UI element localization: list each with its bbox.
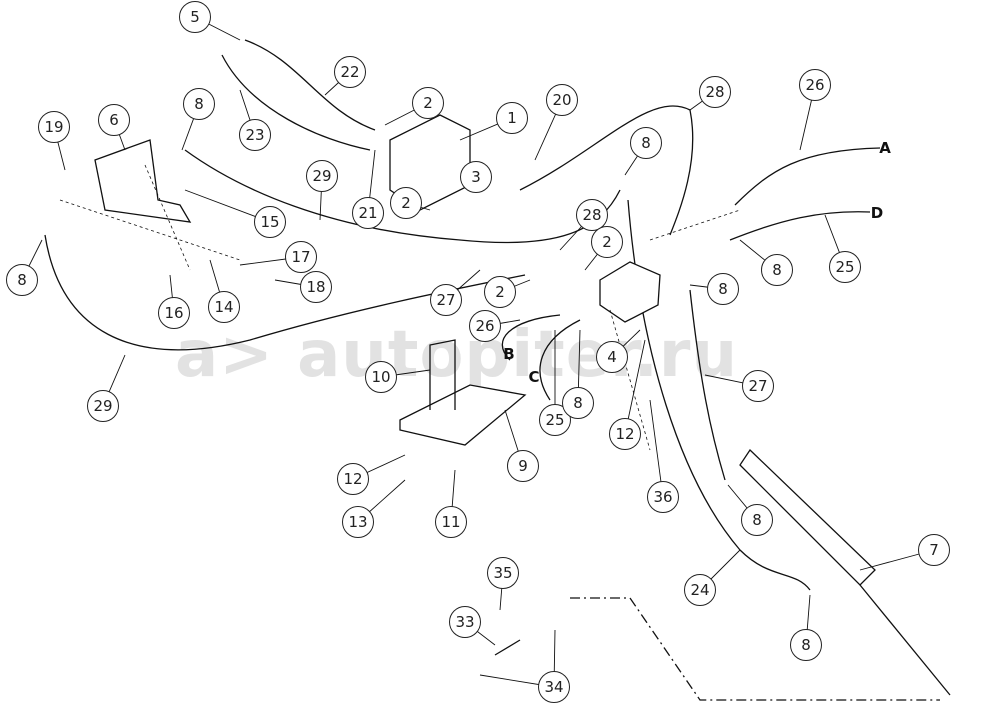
hose-26	[734, 147, 881, 206]
bracket-6	[94, 139, 192, 223]
callout-8: 8	[562, 387, 594, 419]
callout-17: 17	[285, 241, 317, 273]
callout-11: 11	[435, 506, 467, 538]
callout-36: 36	[647, 481, 679, 513]
u-bolt-10	[429, 339, 456, 410]
callout-8: 8	[630, 127, 662, 159]
hose-23	[221, 54, 371, 151]
callout-2: 2	[591, 226, 623, 258]
callout-15: 15	[254, 206, 286, 238]
hose-27	[689, 289, 726, 481]
callout-2: 2	[390, 187, 422, 219]
callout-9: 9	[507, 450, 539, 482]
callout-1: 1	[496, 102, 528, 134]
valve-block-4	[599, 261, 661, 323]
cylinder-rod	[859, 584, 951, 696]
callout-29: 29	[306, 160, 338, 192]
callout-26: 26	[469, 310, 501, 342]
callout-2: 2	[412, 87, 444, 119]
callout-12: 12	[337, 463, 369, 495]
callout-10: 10	[365, 361, 397, 393]
callout-25: 25	[829, 251, 861, 283]
connection-label-b: B	[503, 345, 515, 363]
hose-22	[244, 39, 376, 131]
callout-8: 8	[790, 629, 822, 661]
callout-35: 35	[487, 557, 519, 589]
callout-21: 21	[352, 197, 384, 229]
connection-label-a: A	[879, 139, 891, 157]
plate-9	[399, 384, 527, 446]
callout-8: 8	[707, 273, 739, 305]
callout-24: 24	[684, 574, 716, 606]
dash-line	[570, 597, 940, 701]
callout-19: 19	[38, 111, 70, 143]
callout-8: 8	[741, 504, 773, 536]
leader-lines	[21, 16, 935, 688]
callout-27: 27	[742, 370, 774, 402]
callout-13: 13	[342, 506, 374, 538]
callout-12: 12	[609, 418, 641, 450]
callout-18: 18	[300, 271, 332, 303]
callout-28: 28	[576, 199, 608, 231]
callout-28: 28	[699, 76, 731, 108]
callout-8: 8	[183, 88, 215, 120]
callout-16: 16	[158, 297, 190, 329]
pin-33	[494, 639, 521, 656]
callout-20: 20	[546, 84, 578, 116]
callout-29: 29	[87, 390, 119, 422]
callout-8: 8	[6, 264, 38, 296]
watermark: a> autopiter.ru	[175, 318, 739, 392]
hose-25-lower	[539, 319, 581, 401]
callout-6: 6	[98, 104, 130, 136]
callout-26: 26	[799, 69, 831, 101]
callout-7: 7	[918, 534, 950, 566]
hose-25	[729, 211, 871, 241]
callout-8: 8	[761, 254, 793, 286]
hose-28	[519, 105, 694, 236]
callout-14: 14	[208, 291, 240, 323]
connection-label-c: C	[528, 368, 540, 386]
callout-22: 22	[334, 56, 366, 88]
callout-34: 34	[538, 671, 570, 703]
callout-33: 33	[449, 606, 481, 638]
callout-27: 27	[430, 284, 462, 316]
hose-26-lower	[501, 314, 561, 361]
callout-23: 23	[239, 119, 271, 151]
callout-4: 4	[596, 341, 628, 373]
callout-2: 2	[484, 276, 516, 308]
callout-5: 5	[179, 1, 211, 33]
callout-3: 3	[460, 161, 492, 193]
connection-label-d: D	[870, 204, 884, 222]
